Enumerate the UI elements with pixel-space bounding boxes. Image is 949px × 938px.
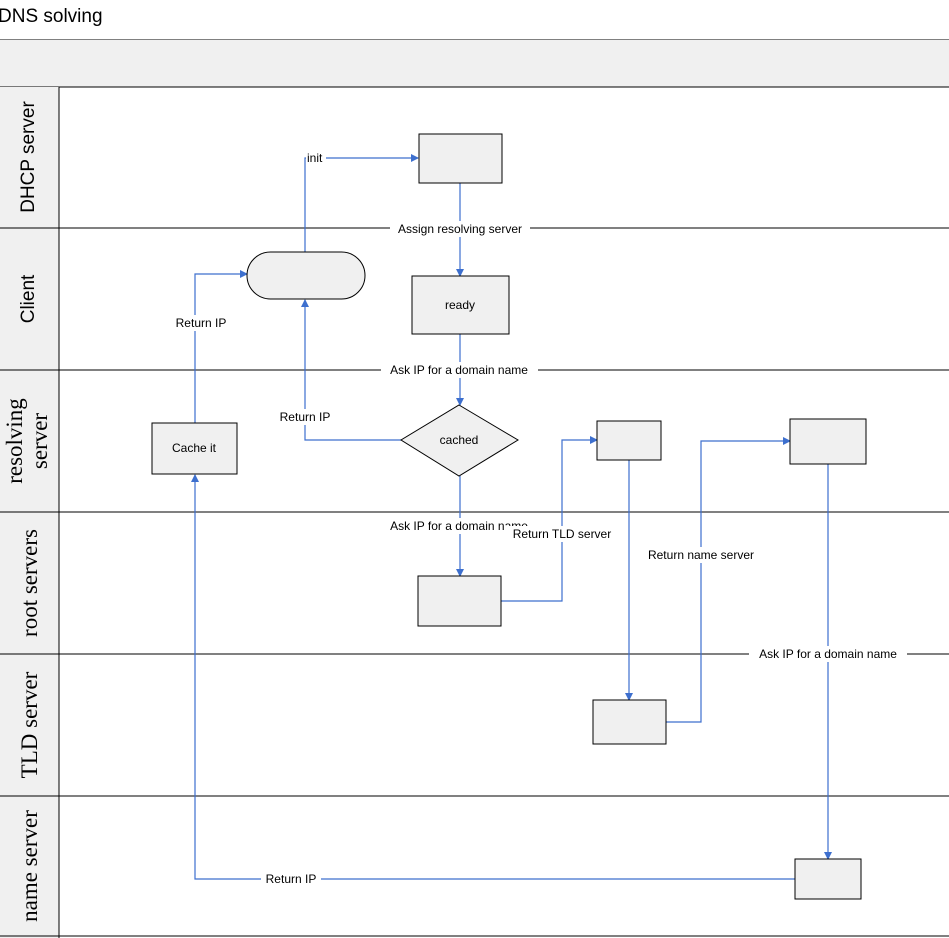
label-assign-resolving-server: Assign resolving server bbox=[398, 222, 522, 236]
node-root-box bbox=[417, 575, 502, 627]
label-return-tld-server: Return TLD server bbox=[513, 527, 611, 541]
label-return-ip-cached: Return IP bbox=[280, 410, 331, 424]
label-ask-ip-root: Ask IP for a domain name bbox=[390, 519, 528, 533]
node-ready-label: ready bbox=[445, 298, 475, 312]
node-cache-it bbox=[151, 422, 238, 475]
edge-return-name-server bbox=[666, 437, 791, 723]
diagram-title: DNS solving bbox=[0, 6, 103, 27]
edge-return-ip-cached bbox=[301, 299, 401, 441]
node-resolver-box-2 bbox=[789, 418, 867, 465]
node-resolver-box-1 bbox=[596, 420, 662, 461]
edge-return-tld-server bbox=[501, 436, 598, 602]
node-name-server-box bbox=[794, 858, 862, 900]
edge-init bbox=[304, 154, 419, 252]
lane-label-resolving-server-line1: resolving bbox=[2, 398, 27, 484]
node-cached-label: cached bbox=[440, 433, 479, 447]
label-return-ip-client: Return IP bbox=[176, 316, 227, 330]
header-band bbox=[0, 40, 949, 87]
lane-label-client: Client bbox=[18, 274, 39, 323]
label-ask-ip-tld: Ask IP for a domain name bbox=[759, 647, 897, 661]
label-return-name-server: Return name server bbox=[648, 548, 754, 562]
node-cached-decision bbox=[400, 404, 519, 477]
label-ask-ip-client: Ask IP for a domain name bbox=[390, 363, 528, 377]
lane-label-root-servers: root servers bbox=[17, 529, 42, 637]
node-tld-box bbox=[592, 699, 667, 745]
node-dhcp-box bbox=[418, 133, 503, 184]
node-client-start bbox=[246, 251, 366, 300]
lane-label-name-server: name server bbox=[17, 810, 42, 922]
node-ready bbox=[411, 275, 510, 335]
node-cache-it-label: Cache it bbox=[172, 441, 217, 455]
title-bar bbox=[0, 0, 949, 40]
edge-return-ip-name bbox=[191, 474, 795, 880]
label-return-ip-name: Return IP bbox=[266, 872, 317, 886]
lane-label-dhcp-server: DHCP server bbox=[18, 101, 39, 213]
lane-label-tld-server: TLD server bbox=[17, 671, 42, 778]
label-init: init bbox=[307, 151, 323, 165]
lane-label-resolving-server-line2: server bbox=[27, 413, 52, 470]
edge-return-ip-client bbox=[194, 270, 248, 423]
